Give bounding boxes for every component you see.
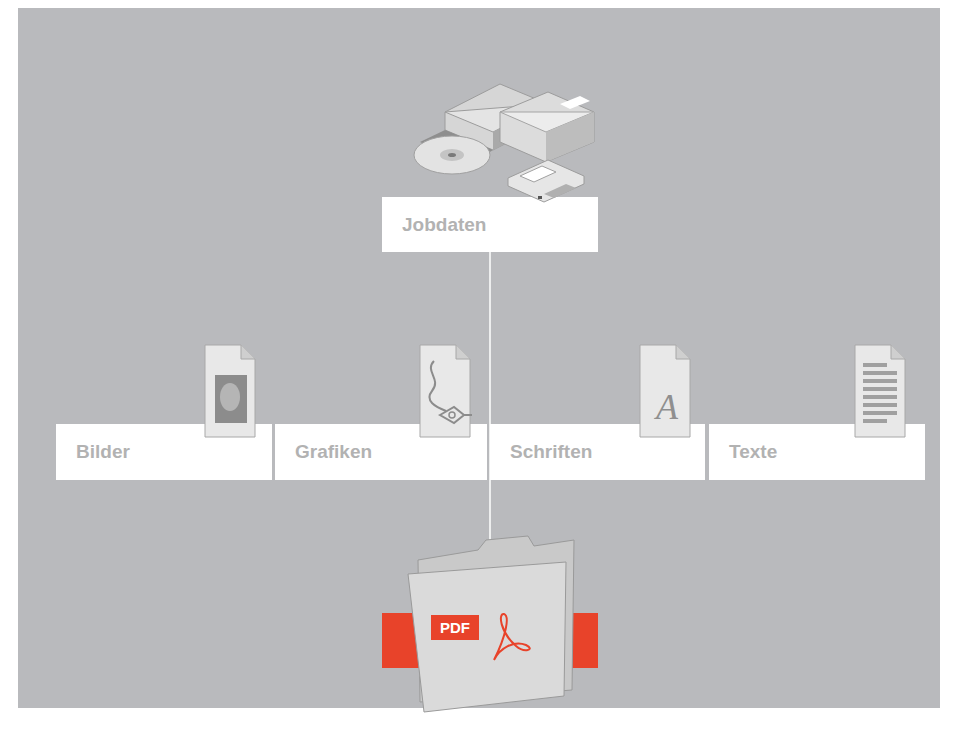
category-box: Texte	[709, 424, 925, 480]
category-box: Bilder	[56, 424, 272, 480]
media-icon	[414, 84, 594, 202]
gray-panel	[18, 8, 940, 708]
pdf-band: PDF	[382, 613, 598, 668]
box-label: Texte	[729, 441, 777, 463]
box-label: Jobdaten	[402, 214, 486, 236]
box-label: Bilder	[76, 441, 130, 463]
box-label: Schriften	[510, 441, 592, 463]
box-label: Grafiken	[295, 441, 372, 463]
job-data-box: Jobdaten	[382, 197, 598, 252]
pdf-label: PDF	[431, 615, 479, 640]
category-box: Grafiken	[275, 424, 487, 480]
category-box: Schriften	[490, 424, 705, 480]
font-glyph: A	[656, 386, 678, 428]
